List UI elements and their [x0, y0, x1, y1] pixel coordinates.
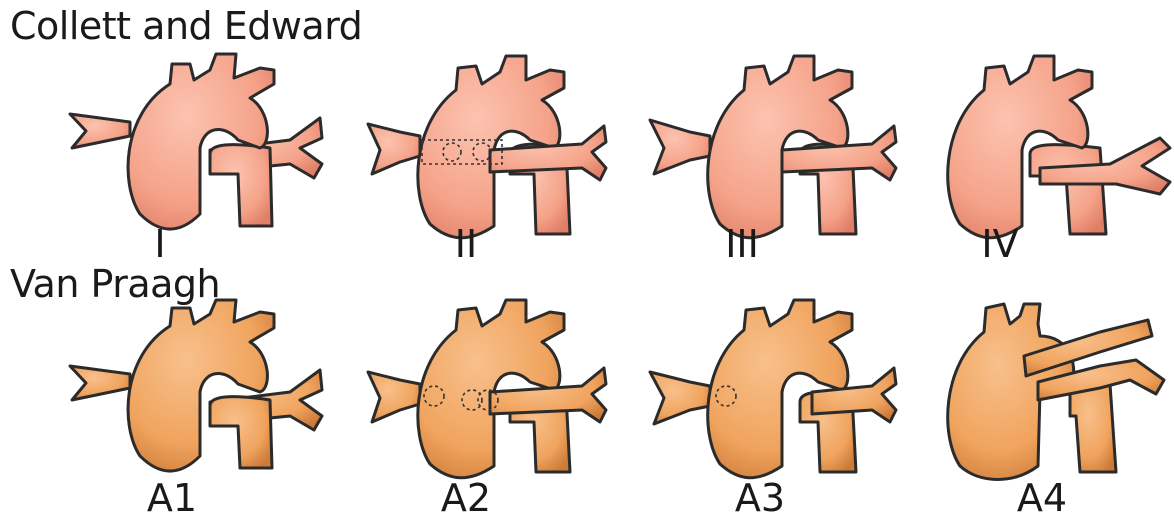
type-label-a4: A4 — [982, 476, 1102, 520]
heart-diagram-ce-ii — [360, 44, 630, 244]
heart-diagram-ce-i — [60, 44, 330, 244]
type-label-iii: III — [682, 222, 802, 266]
type-label-ii: II — [406, 222, 526, 266]
collett-edward-title: Collett and Edward — [10, 4, 362, 48]
heart-diagram-ce-iii — [640, 44, 910, 244]
type-label-a3: A3 — [700, 476, 820, 520]
heart-diagram-ce-iv — [920, 44, 1174, 244]
type-label-a1: A1 — [112, 476, 232, 520]
type-label-i: I — [100, 222, 220, 266]
heart-diagram-vp-a1 — [60, 296, 330, 496]
type-label-iv: IV — [940, 222, 1060, 266]
heart-diagram-vp-a3 — [640, 296, 910, 496]
heart-diagram-vp-a2 — [360, 296, 630, 496]
heart-diagram-vp-a4 — [920, 296, 1174, 496]
type-label-a2: A2 — [406, 476, 526, 520]
